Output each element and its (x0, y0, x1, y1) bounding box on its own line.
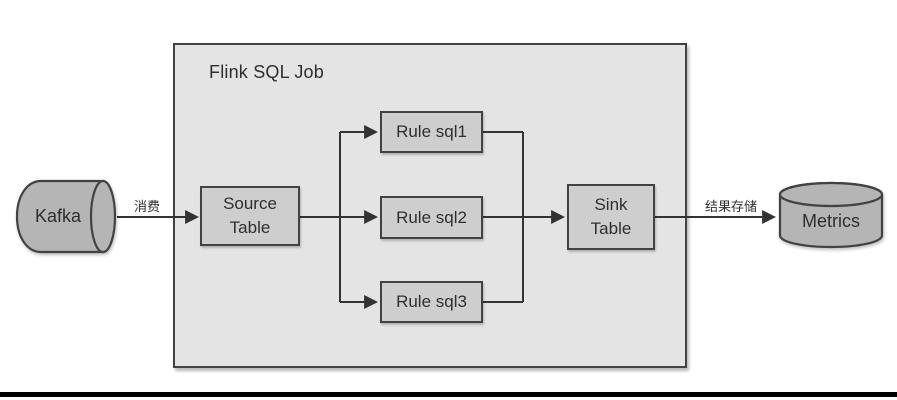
kafka-node: Kafka (14, 179, 118, 254)
rule-sql1-label: Rule sql1 (396, 122, 467, 141)
bottom-divider (0, 392, 897, 397)
source-table-node: Source Table (200, 186, 300, 246)
metrics-node: Metrics (778, 181, 884, 249)
kafka-label: Kafka (34, 206, 82, 226)
sink-table-label: Sink Table (590, 195, 632, 238)
rule-sql2-node: Rule sql2 (380, 196, 483, 239)
rule-sql2-label: Rule sql2 (396, 207, 467, 227)
edge-label-consume: 消费 (133, 199, 160, 214)
sink-table-node: Sink Table (567, 184, 655, 250)
edge-label-result-store: 结果存储 (704, 199, 757, 214)
cylinder-horizontal-icon (15, 179, 117, 254)
source-table-label: Source Table (223, 194, 277, 237)
cylinder-vertical-icon (778, 181, 884, 249)
rule-sql3-label: Rule sql3 (396, 292, 467, 311)
rule-sql1-node: Rule sql1 (380, 111, 483, 153)
metrics-label: Metrics (802, 211, 860, 231)
container-title: Flink SQL Job (209, 62, 324, 82)
rule-sql3-node: Rule sql3 (380, 281, 483, 323)
